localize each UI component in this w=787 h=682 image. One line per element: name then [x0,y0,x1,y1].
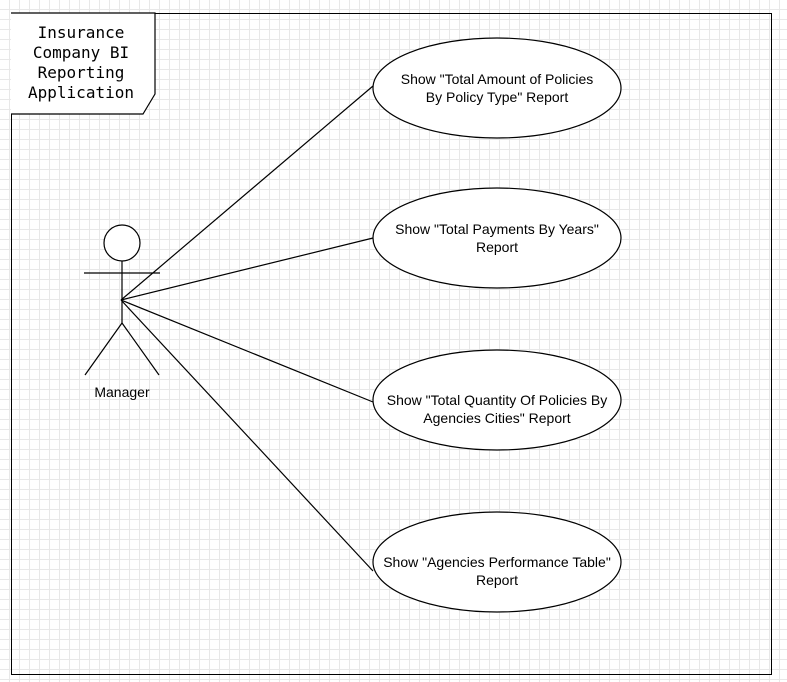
actor-left-leg [84,322,123,376]
association-line-3 [120,299,374,403]
use-case-ellipse-3[interactable] [372,349,622,451]
association-line-2 [120,237,374,301]
use-case-label-4[interactable]: Show "Agencies Performance Table" Report [383,554,611,588]
use-case-label-2[interactable]: Show "Total Payments By Years" Report [395,221,599,255]
actor-label: Manager [94,384,150,400]
use-case-ellipse-2[interactable] [372,187,622,289]
frame-title: Insurance Company BI Reporting Applicati… [28,23,134,102]
use-case-ellipse-4[interactable] [372,511,622,613]
use-case-ellipse-1[interactable] [372,37,622,139]
frame-title-box [11,12,156,115]
association-line-1 [120,85,374,301]
association-line-4 [120,299,374,572]
actor-right-leg [121,322,160,376]
use-case-label-3[interactable]: Show "Total Quantity Of Policies By Agen… [386,392,608,426]
actor-figure [84,224,160,376]
use-case-label-1[interactable]: Show "Total Amount of Policies By Policy… [400,71,594,105]
actor-head [103,224,141,262]
system-boundary [11,13,772,675]
